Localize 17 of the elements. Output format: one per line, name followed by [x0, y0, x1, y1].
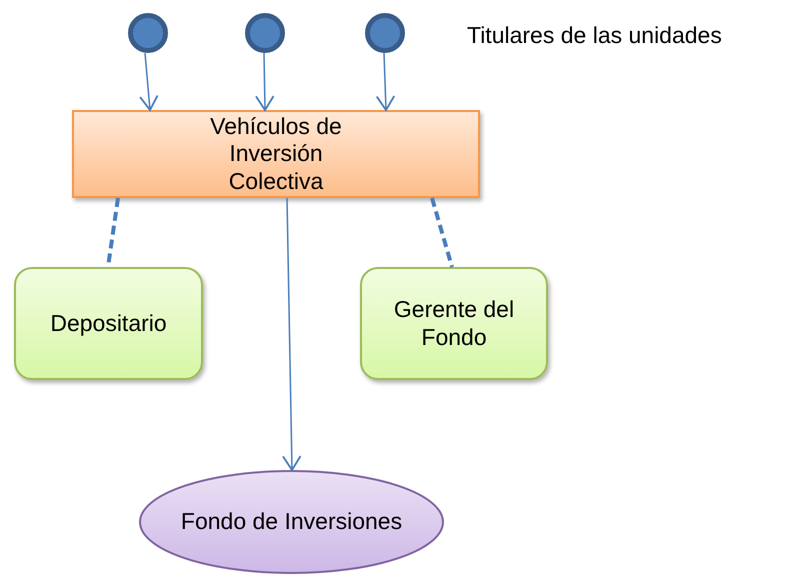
circle-node	[365, 13, 405, 53]
rounded-box	[14, 267, 203, 380]
circle-node	[245, 13, 285, 53]
process-box	[72, 110, 480, 198]
circle-node	[128, 13, 168, 53]
node-label: Gerente del Fondo	[392, 296, 516, 352]
arrow	[282, 198, 302, 471]
ellipse-node	[139, 470, 444, 574]
arrow	[376, 52, 396, 111]
node-label: Vehículos de Inversión Colectiva	[209, 112, 343, 196]
arrow	[139, 52, 158, 111]
arrow	[255, 52, 274, 111]
group-label: Titulares de las unidades	[467, 22, 722, 49]
node-label: Depositario	[50, 310, 167, 338]
rounded-box	[360, 267, 548, 380]
node-label: Fondo de Inversiones	[180, 508, 402, 536]
connector-line	[430, 197, 454, 268]
